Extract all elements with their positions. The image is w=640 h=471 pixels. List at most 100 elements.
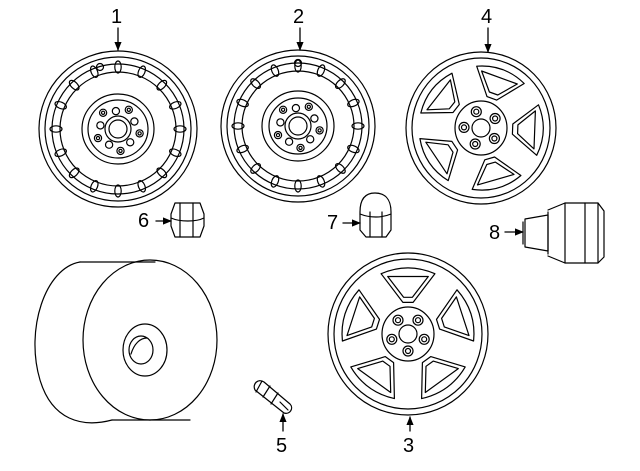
bolt-hole <box>93 133 103 143</box>
wheel-2-vent-holes <box>231 59 365 193</box>
lug-hole <box>402 345 414 357</box>
lug-hole-inner <box>491 135 498 142</box>
vent-hole <box>54 100 67 110</box>
spoke-window-inner <box>476 161 515 186</box>
bolt-hole <box>116 146 125 156</box>
spoke-window-inner <box>441 296 470 337</box>
bolt-hole-inner <box>298 145 303 151</box>
lug-hole-inner <box>473 108 480 115</box>
lug-hole <box>386 333 398 345</box>
bolt-hole <box>126 138 135 147</box>
spoke-window <box>421 356 466 400</box>
callout-3: 3 <box>403 435 415 457</box>
steel-wheel-1 <box>38 50 198 208</box>
vent-hole <box>137 180 147 193</box>
spoke-window-inner <box>425 141 454 175</box>
wheel-cover-4 <box>405 51 557 205</box>
lug-hole <box>412 314 424 326</box>
lug-hole <box>392 314 404 326</box>
spoke-window-inner <box>346 296 375 337</box>
vent-hole <box>54 148 67 158</box>
vent-hole <box>250 78 262 90</box>
alloy-wheel-lug-holes <box>386 314 430 357</box>
spare-tire <box>34 259 218 424</box>
vent-hole <box>334 162 346 174</box>
spoke-window <box>511 104 544 156</box>
vent-hole <box>270 175 280 188</box>
vent-hole <box>89 65 99 78</box>
vent-hole <box>270 64 280 77</box>
lug-hole <box>489 112 501 125</box>
spoke-window-inner <box>517 110 536 150</box>
bolt-hole <box>276 118 285 127</box>
lug-hole-inner <box>421 336 428 343</box>
vent-hole <box>156 79 168 91</box>
alloy-wheel-spoke-windows <box>341 267 475 400</box>
bolt-hole <box>304 102 314 111</box>
bolt-hole <box>310 114 319 123</box>
spoke-window <box>380 267 436 303</box>
spoke-window <box>435 289 475 342</box>
bolt-hole-inner <box>95 135 101 141</box>
lug-hole-inner <box>460 124 468 131</box>
spoke-window-inner <box>357 360 392 394</box>
lug-hole <box>458 121 470 134</box>
vent-hole <box>316 175 326 188</box>
bolt-hole-inner <box>137 131 142 136</box>
lug-hole-inner <box>394 317 402 324</box>
bolt-hole <box>98 108 108 117</box>
bolt-hole-inner <box>275 132 281 138</box>
spoke-window-inner <box>426 79 456 111</box>
vent-hole <box>169 100 182 110</box>
callout-7: 7 <box>327 212 339 234</box>
lug-nut-8 <box>522 202 605 264</box>
callout-5: 5 <box>276 435 288 457</box>
vent-hole <box>236 98 249 108</box>
vent-hole <box>231 122 245 130</box>
bolt-hole <box>135 129 144 138</box>
vent-hole <box>347 144 360 154</box>
lug-hole <box>470 106 482 118</box>
bolt-hole-inner <box>126 107 131 112</box>
bolt-hole <box>124 105 134 114</box>
wheel-cover-spoke-windows <box>419 65 544 191</box>
vent-hole <box>169 148 182 158</box>
spoke-window <box>420 72 460 114</box>
bolt-hole-inner <box>100 110 106 115</box>
wheel-1-bolt-holes <box>93 105 144 156</box>
bolt-hole <box>111 106 121 116</box>
vent-hole <box>89 180 99 193</box>
vent-hole <box>334 78 346 90</box>
bolt-hole <box>291 103 301 113</box>
vent-hole <box>173 125 187 133</box>
vent-hole <box>114 60 122 74</box>
vent-hole <box>347 98 360 108</box>
vent-hole <box>250 162 262 174</box>
spoke-window-inner <box>481 70 518 96</box>
vent-hole <box>114 184 122 198</box>
bolt-hole <box>96 121 105 130</box>
vent-hole <box>49 125 63 133</box>
wheel-2-bolt-holes <box>273 102 324 153</box>
vent-hole <box>351 122 365 130</box>
lug-hole-inner <box>414 317 422 324</box>
spoke-window <box>471 156 522 191</box>
lug-nut-6 <box>170 202 205 238</box>
spoke-window <box>350 356 395 400</box>
bolt-hole-inner <box>317 128 322 133</box>
lug-hole <box>488 132 500 145</box>
callout-1: 1 <box>111 6 123 28</box>
alloy-wheel-3 <box>327 252 489 416</box>
bolt-hole <box>315 126 324 135</box>
spoke-window-inner <box>424 360 459 394</box>
bolt-hole <box>296 143 305 153</box>
bolt-hole <box>306 135 315 144</box>
lug-hole-inner <box>472 140 479 148</box>
steel-wheel-2 <box>220 49 376 203</box>
vent-hole <box>156 167 168 179</box>
lug-hole <box>469 138 481 150</box>
spoke-window <box>419 138 459 182</box>
valve-stem-5 <box>253 380 293 414</box>
